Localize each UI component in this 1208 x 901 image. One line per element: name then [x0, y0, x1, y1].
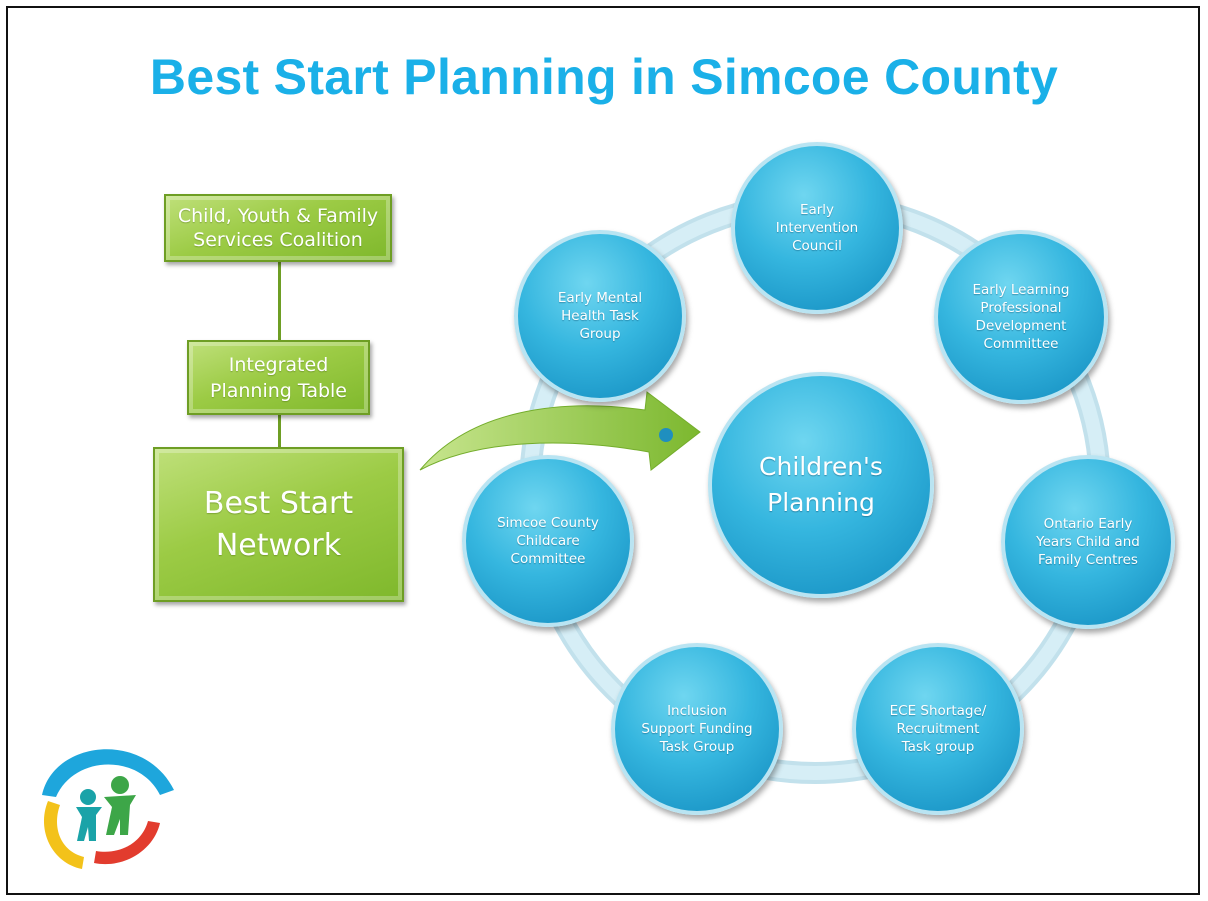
coalition-label: Child, Youth & Family Services Coalition	[177, 205, 379, 251]
logo-figure-green	[104, 795, 136, 835]
logo-yellow-arc	[43, 801, 84, 869]
node-early-mental-health: Early Mental Health Task Group	[514, 230, 686, 402]
center-label: Children's Planning	[759, 452, 883, 517]
logo-head-green	[111, 776, 129, 794]
node-inclusion-support: Inclusion Support Funding Task Group	[611, 643, 783, 815]
planning-table-box: Integrated Planning Table	[187, 340, 370, 415]
node-oeyc: Ontario Early Years Child and Family Cen…	[1001, 455, 1175, 629]
curved-arrow-icon	[419, 391, 701, 471]
planning-table-label: Integrated Planning Table	[209, 353, 348, 402]
node-label: Early Intervention Council	[775, 202, 859, 254]
node-label: ECE Shortage/ Recruitment Task group	[889, 703, 987, 755]
node-early-intervention: Early Intervention Council	[731, 142, 903, 314]
center-node: Children's Planning	[708, 372, 934, 598]
node-label: Early Mental Health Task Group	[557, 290, 643, 342]
logo-red-arc	[94, 821, 160, 865]
node-label: Inclusion Support Funding Task Group	[641, 703, 753, 755]
node-early-learning-pd: Early Learning Professional Development …	[934, 230, 1108, 404]
node-label: Simcoe County Childcare Committee	[497, 515, 599, 567]
best-start-network-box: Best Start Network	[153, 447, 404, 602]
node-simcoe-childcare: Simcoe County Childcare Committee	[462, 455, 634, 627]
node-ece-shortage: ECE Shortage/ Recruitment Task group	[852, 643, 1024, 815]
logo-head-teal	[80, 789, 96, 805]
node-label: Early Learning Professional Development …	[972, 282, 1070, 352]
node-label: Ontario Early Years Child and Family Cen…	[1036, 516, 1140, 568]
connector-line-2	[278, 415, 281, 447]
logo-blue-arc	[42, 749, 174, 797]
page-title: Best Start Planning in Simcoe County	[149, 49, 1059, 105]
best-start-network-label: Best Start Network	[203, 485, 354, 563]
logo-figure-teal	[76, 807, 102, 841]
arrow-dot	[659, 428, 673, 442]
connector-line-1	[278, 262, 281, 340]
best-start-logo	[42, 749, 174, 869]
coalition-box: Child, Youth & Family Services Coalition	[164, 194, 392, 262]
